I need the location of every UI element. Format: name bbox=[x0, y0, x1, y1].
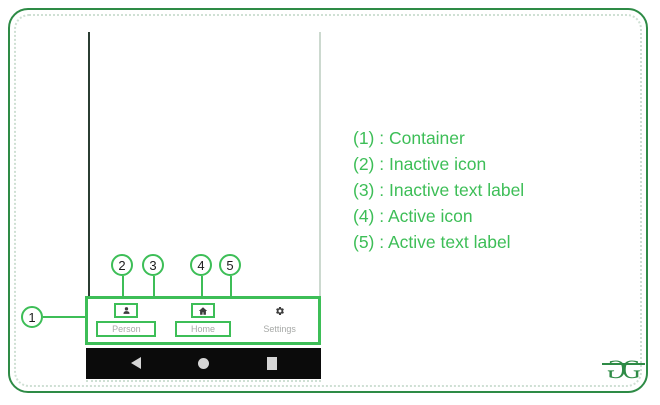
callout-1-line bbox=[43, 316, 85, 318]
back-icon[interactable] bbox=[131, 357, 141, 369]
callout-1-number: 1 bbox=[28, 309, 36, 325]
callout-3-number: 3 bbox=[149, 257, 157, 273]
nav-label-home: Home bbox=[190, 323, 215, 334]
logo-letter-g: G bbox=[622, 355, 641, 384]
callout-1-circle: 1 bbox=[21, 306, 43, 328]
settings-icon bbox=[275, 306, 285, 316]
outer-border bbox=[8, 8, 648, 393]
screenshot-bottom-edge bbox=[86, 380, 321, 382]
callout-2-number: 2 bbox=[118, 257, 126, 273]
bottom-navigation-container: Person Home bbox=[85, 296, 321, 345]
callout-4-line bbox=[201, 276, 203, 303]
active-label-highlight-box: Home bbox=[175, 321, 231, 337]
geeksforgeeks-logo: GG bbox=[600, 355, 648, 385]
home-icon bbox=[198, 306, 208, 316]
legend-line-1: (1) : Container bbox=[353, 128, 465, 148]
legend-line-5: (5) : Active text label bbox=[353, 232, 511, 252]
phone-screen-right-edge bbox=[319, 32, 321, 297]
callout-5-circle: 5 bbox=[219, 254, 241, 276]
active-icon-highlight-box bbox=[191, 303, 215, 318]
inner-dotted-border bbox=[14, 14, 642, 387]
nav-item-home[interactable]: Home bbox=[165, 299, 242, 342]
callout-4-number: 4 bbox=[197, 257, 205, 273]
callout-2-line bbox=[122, 276, 124, 303]
legend-line-3: (3) : Inactive text label bbox=[353, 180, 525, 200]
callout-3-circle: 3 bbox=[142, 254, 164, 276]
callout-2-circle: 2 bbox=[111, 254, 133, 276]
nav-item-person[interactable]: Person bbox=[88, 299, 165, 342]
nav-label-settings: Settings bbox=[263, 324, 296, 334]
recents-icon[interactable] bbox=[267, 357, 277, 370]
legend-line-2: (2) : Inactive icon bbox=[353, 154, 487, 174]
logo-top-bar bbox=[602, 363, 645, 365]
home-button-icon[interactable] bbox=[198, 358, 209, 369]
inactive-label-highlight-box: Person bbox=[96, 321, 157, 337]
phone-screen-left-edge bbox=[88, 32, 90, 297]
android-system-bar bbox=[86, 348, 321, 379]
legend-line-4: (4) : Active icon bbox=[353, 206, 473, 226]
nav-label-person: Person bbox=[112, 323, 141, 334]
callout-5-number: 5 bbox=[226, 257, 234, 273]
nav-item-settings[interactable]: Settings bbox=[241, 299, 318, 342]
callout-4-circle: 4 bbox=[190, 254, 212, 276]
legend: (1) : Container (2) : Inactive icon (3) … bbox=[353, 125, 524, 255]
person-icon bbox=[122, 306, 131, 315]
logo-letter-g-flipped: G bbox=[607, 355, 626, 384]
inactive-icon-highlight-box bbox=[114, 303, 139, 318]
